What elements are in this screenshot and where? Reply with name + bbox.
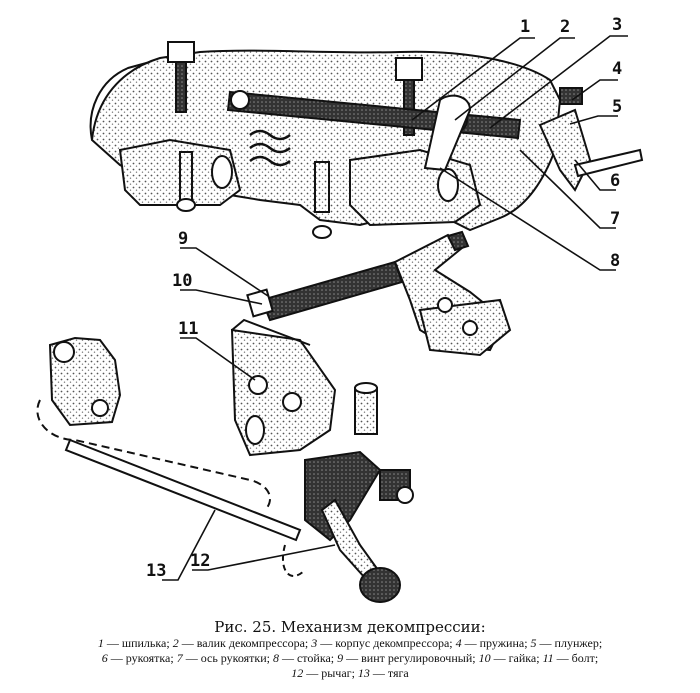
callout-2: 2: [560, 17, 570, 37]
callout-6: 6: [610, 171, 620, 191]
callout-4: 4: [612, 59, 622, 79]
legend-item: 9 — винт регулировочный;: [337, 651, 476, 665]
legend-item: 6 — рукоятка;: [101, 651, 174, 665]
callout-7: 7: [610, 209, 620, 229]
legend-item: 12 — рычаг;: [291, 666, 355, 680]
legend-item: 1 — шпилька;: [97, 636, 170, 650]
callout-13: 13: [146, 561, 166, 581]
legend-item: 7 — ось рукоятки;: [176, 651, 270, 665]
callout-labels: 1 2 3 4 5 6 7 8 9 10 11 12 13: [146, 15, 622, 581]
legend-item: 11 — болт;: [542, 651, 599, 665]
callout-1: 1: [520, 17, 530, 37]
callout-11: 11: [178, 319, 198, 339]
callout-10: 10: [172, 271, 192, 291]
figure-legend: 1 — шпилька; 2 — валик декомпрессора; 3 …: [6, 636, 694, 681]
callout-12: 12: [190, 551, 210, 571]
callout-5: 5: [612, 97, 622, 117]
callout-9: 9: [178, 229, 188, 249]
adjusting-screw-assembly: [246, 230, 512, 357]
legend-item: 5 — плунжер;: [530, 636, 603, 650]
legend-item: 8 — стойка;: [272, 651, 335, 665]
figure-caption: Рис. 25. Механизм декомпрессии:: [214, 618, 486, 636]
legend-item: 10 — гайка;: [478, 651, 540, 665]
legend-item: 13 — тяга: [357, 666, 409, 680]
cylinder-head-assembly: [89, 41, 644, 239]
callout-3: 3: [612, 15, 622, 35]
legend-item: 3 — корпус декомпрессора;: [311, 636, 453, 650]
linkage-rod-assembly: [36, 336, 414, 603]
decompression-mechanism-illustration: 1 2 3 4 5 6 7 8 9 10 11 12 13: [36, 15, 644, 603]
callout-leaders: [162, 35, 628, 581]
legend-item: 2 — валик декомпрессора;: [172, 636, 309, 650]
legend-item: 4 — пружина;: [455, 636, 528, 650]
callout-8: 8: [610, 251, 620, 271]
rocker-bolt-assembly: [230, 318, 378, 457]
